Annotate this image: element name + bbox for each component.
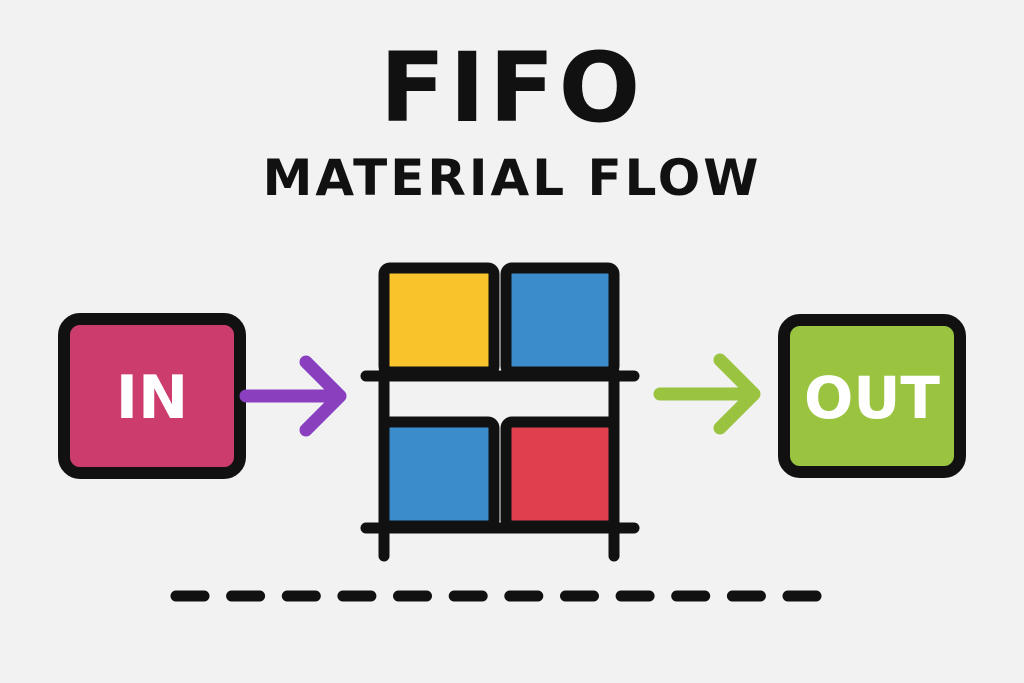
out-box: OUT bbox=[778, 314, 966, 478]
storage-rack bbox=[360, 262, 640, 562]
rack-cell-top-right bbox=[500, 262, 620, 378]
diagram-subtitle: MATERIAL FLOW bbox=[262, 149, 762, 207]
in-arrow bbox=[239, 355, 347, 437]
out-arrow bbox=[653, 353, 761, 435]
rack-cell-bottom-left bbox=[378, 416, 500, 532]
diagram-title: FIFO bbox=[379, 32, 645, 144]
in-box: IN bbox=[58, 313, 246, 479]
out-box-label: OUT bbox=[804, 364, 940, 432]
in-box-label: IN bbox=[116, 363, 189, 433]
rack-cell-top-left bbox=[378, 262, 500, 378]
rack-cell-bottom-right bbox=[500, 416, 620, 532]
